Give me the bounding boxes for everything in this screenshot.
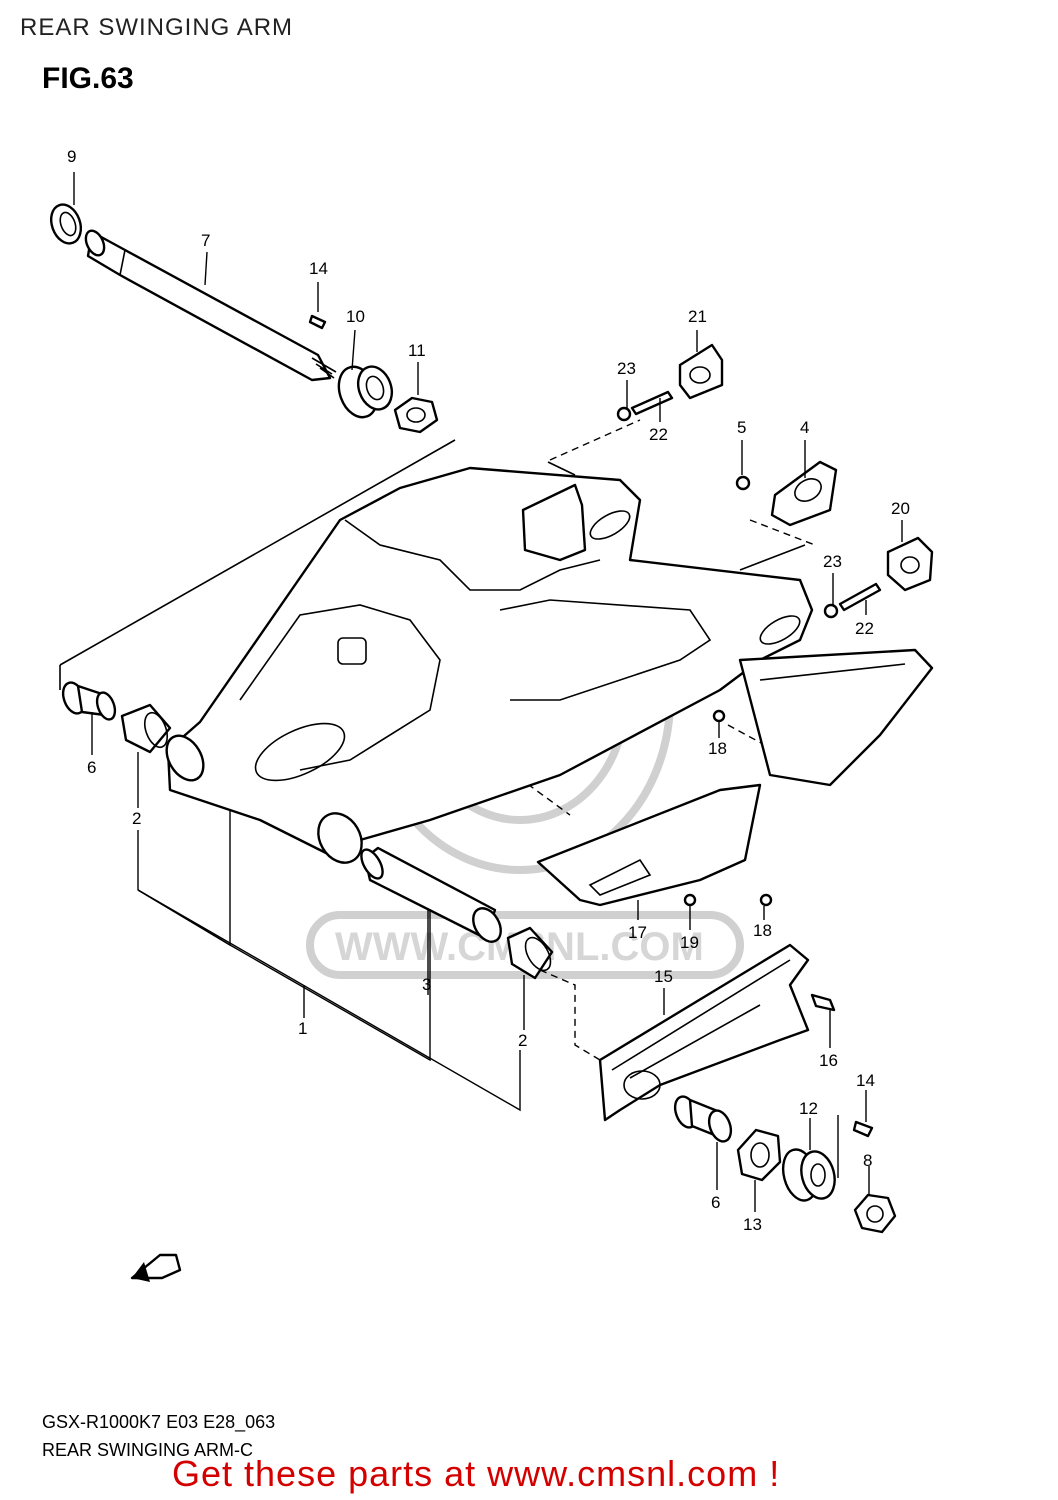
diagram-subtitle: REAR SWINGING ARM-C <box>42 1440 254 1460</box>
part-14-screw <box>308 314 327 330</box>
callout-label: 9 <box>67 147 76 166</box>
part-17-chain-guard <box>536 648 934 907</box>
part-21-adjuster-block <box>678 343 724 400</box>
callout-label: 23 <box>823 552 842 571</box>
callout-label: 22 <box>855 619 874 638</box>
part-22-bolt-lower <box>823 582 882 619</box>
callout-label: 10 <box>346 307 365 326</box>
callout-label: 22 <box>649 425 668 444</box>
part-14-screw-lower <box>852 1120 874 1138</box>
callout-label: 8 <box>863 1151 872 1170</box>
figure-label: FIG.63 <box>42 62 134 95</box>
page-title: REAR SWINGING ARM <box>20 14 294 41</box>
part-8-nut <box>853 1193 897 1234</box>
part-7-pivot-shaft <box>84 229 337 382</box>
callout-label: 2 <box>132 809 141 828</box>
callout-label: 12 <box>799 1099 818 1118</box>
part-6-collar-left <box>61 681 117 721</box>
diagram-code: GSX-R1000K7 E03 E28_063 <box>42 1412 276 1432</box>
leader-lines <box>73 172 903 1212</box>
fwd-arrow: FWD <box>130 1254 182 1282</box>
part-9-seal <box>49 203 83 245</box>
callout-label: 21 <box>688 307 707 326</box>
callout-label: 14 <box>309 259 328 278</box>
screws-18-19 <box>683 709 773 907</box>
part-22-bolt-upper <box>616 390 674 422</box>
callout-label: 18 <box>753 921 772 940</box>
callout-label: 15 <box>654 967 673 986</box>
part-20-adjuster-block <box>886 536 934 592</box>
callout-label: 2 <box>518 1031 527 1050</box>
callout-label: 6 <box>711 1193 720 1212</box>
part-15-chain-slider <box>598 943 810 1122</box>
callout-label: 7 <box>201 231 210 250</box>
callout-label: 3 <box>422 975 431 994</box>
callout-label: 17 <box>628 923 647 942</box>
callout-label: 11 <box>408 341 426 360</box>
part-2-bearing-right <box>506 926 554 980</box>
part-3-spacer <box>360 846 502 943</box>
part-16-bolt <box>810 993 836 1012</box>
part-1-swing-arm <box>165 466 814 864</box>
callout-label: 1 <box>298 1019 307 1038</box>
part-11-nut <box>393 396 439 434</box>
callout-labels: 9 7 14 10 11 21 23 22 5 4 20 23 22 6 2 1… <box>67 147 910 1234</box>
callout-label: 4 <box>800 418 809 437</box>
callout-label: 13 <box>743 1215 762 1234</box>
callout-label: 18 <box>708 739 727 758</box>
part-2-bearing-left <box>120 703 172 754</box>
callout-label: 6 <box>87 758 96 777</box>
part-12-adjuster <box>781 1148 836 1202</box>
part-13-nut <box>736 1128 782 1182</box>
part-6-collar-right <box>673 1095 733 1143</box>
part-10-adjuster <box>337 365 394 419</box>
callout-label: 20 <box>891 499 910 518</box>
callout-label: 14 <box>856 1071 875 1090</box>
callout-label: 5 <box>737 418 746 437</box>
part-4-plate <box>735 460 838 527</box>
callout-label: 23 <box>617 359 636 378</box>
callout-label: 16 <box>819 1051 838 1070</box>
callout-label: 19 <box>680 933 699 952</box>
promo-link[interactable]: Get these parts at www.cmsnl.com ! <box>172 1453 781 1494</box>
